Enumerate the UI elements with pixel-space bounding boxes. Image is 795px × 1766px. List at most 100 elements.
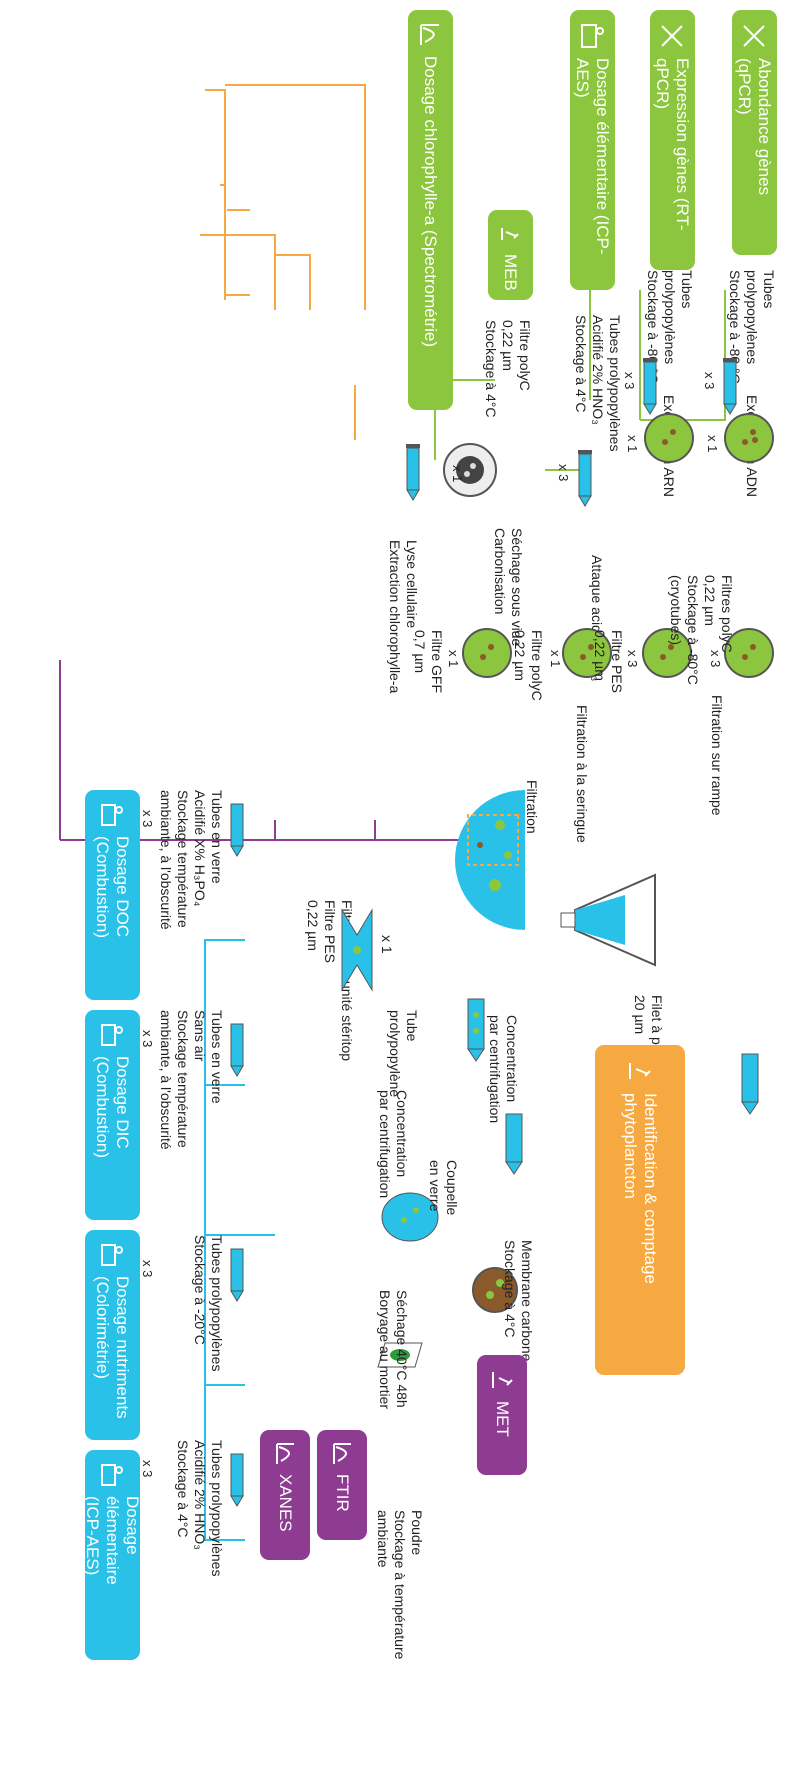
dosage-doc-line2: (Combustion) <box>93 836 113 939</box>
mult-polyc: x 1 <box>548 650 563 668</box>
meb-label: MEB <box>501 254 521 291</box>
tube-icon-t4 <box>230 803 244 857</box>
mult-hno3: x 3 <box>556 464 571 482</box>
dosage-nutriments-box: Dosage nutriments (Colorimétrie) <box>85 1230 140 1440</box>
polyc-meb-label: Filtre polyC 0,22 µm Stockage à 4°C <box>483 320 533 418</box>
ident-tube-icon <box>741 1053 759 1115</box>
filter-polyc-label: Filtre polyC 0,22 µm <box>512 630 545 701</box>
poudre-label: Poudre Stockage à température ambiante <box>375 1510 425 1660</box>
mult-t3: x 3 <box>140 1030 155 1048</box>
mult-t4: x 3 <box>140 810 155 828</box>
dosage-dic-line1: Dosage DIC <box>113 1056 133 1149</box>
steritop-filter-icon <box>341 908 373 992</box>
dna-icon <box>743 25 766 47</box>
lab-equipment-icon <box>101 1464 124 1486</box>
lab-equipment-icon <box>581 24 605 48</box>
dosage-dic-line2: (Combustion) <box>93 1056 113 1159</box>
coupelle-label: Coupelle en verre <box>427 1160 460 1216</box>
icp-top-box: Dosage élémentaire (ICP-AES) <box>570 10 615 290</box>
microscope-icon <box>629 1063 651 1079</box>
dosage-icp-line1: Dosage élémentaire <box>103 1496 143 1585</box>
filter-disc-icon-polyc <box>562 628 612 678</box>
water-sample-bowl-icon <box>455 790 525 930</box>
tube-icon-chloro <box>406 444 420 501</box>
orange-line-ident <box>205 89 226 300</box>
rtqpcr-label: Expression gènes (RT-qPCR) <box>653 58 693 231</box>
powder-slide-icon <box>377 1342 423 1368</box>
sechage-label: Séchage 40°C 48h Boryage au mortier <box>377 1290 410 1410</box>
mult-gff: x 1 <box>446 650 461 668</box>
spectrum-icon <box>420 24 440 45</box>
microscope-icon <box>501 228 520 240</box>
mult-filter-arn: x 1 <box>625 435 640 453</box>
dosage-dic-box: Dosage DIC (Combustion) <box>85 1010 140 1220</box>
dosage-doc-line1: Dosage DOC <box>113 836 133 938</box>
mult-bowl: x 1 <box>379 935 395 954</box>
lab-equipment-icon <box>101 1244 124 1266</box>
tube-icon-hno3 <box>578 450 592 507</box>
dosage-nut-line2: (Colorimétrie) <box>93 1276 113 1379</box>
method-seringue: Filtration à la seringue <box>574 705 590 843</box>
tube-icon-t1 <box>230 1453 244 1507</box>
filter-gff-label: Filtre GFF 0,7 µm <box>412 630 445 693</box>
hno3-storage-label: Tubes prolypopylènes Acidifié 2% HNO₃ St… <box>573 315 623 452</box>
filter-polyc-cryo-label: Filtres polyC 0,22 µm Stockage à -80°C (… <box>668 575 735 685</box>
conc2-label: Concentration par centrifugation <box>377 1090 410 1199</box>
met-label: MET <box>493 1401 512 1437</box>
tube-icon-adn <box>723 358 737 415</box>
conc1-label: Concentration par centrifugation <box>487 1015 520 1124</box>
tube-icon-t2 <box>230 1248 244 1302</box>
dosage-doc-box: Dosage DOC (Combustion) <box>85 790 140 1000</box>
tube-t3-label: Tubes en verre Sans air Stockage tempéra… <box>158 1010 225 1150</box>
xanes-box: XANES <box>260 1430 310 1560</box>
filter-disc-icon-arn <box>644 413 694 463</box>
rtqpcr-box: Expression gènes (RT-qPCR) <box>650 10 695 270</box>
qpcr-label: Abondance gènes (qPCR) <box>735 58 775 196</box>
membrane-label: Membrane carbone Stockage à 4°C <box>502 1240 535 1362</box>
xanes-label: XANES <box>276 1474 295 1532</box>
mult-pes: x 3 <box>625 650 640 668</box>
spectrum-icon <box>333 1443 351 1464</box>
chloro-box: Dosage chlorophylle-a (Spectrométrie) <box>408 10 453 410</box>
lab-equipment-icon <box>101 1024 124 1046</box>
met-box: MET <box>477 1355 527 1475</box>
qpcr-box: Abondance gènes (qPCR) <box>732 10 777 255</box>
microscope-icon <box>492 1372 513 1388</box>
spectrum-icon <box>276 1443 294 1464</box>
ftir-label: FTIR <box>333 1474 352 1512</box>
plankton-tube-icon <box>467 998 485 1062</box>
carbon-membrane-icon <box>472 1267 518 1313</box>
tube-icon-t3 <box>230 1023 244 1077</box>
filter-disc-icon-adn <box>724 413 774 463</box>
filter-pes-label: Filtre PES 0,22 µm <box>592 630 625 694</box>
filter-disc-icon-cryo <box>724 628 774 678</box>
dosage-icp-box: Dosage élémentaire (ICP-AES) <box>84 1450 143 1660</box>
mult-meb: x 1 <box>450 465 465 483</box>
glass-dish-icon <box>381 1192 439 1242</box>
lab-equipment-icon <box>101 804 124 826</box>
dosage-nut-line1: Dosage nutriments <box>113 1276 133 1419</box>
tube-t2-label: Tubes prolypopylènes Stockage à -20°C <box>192 1235 225 1372</box>
dna-icon <box>661 25 684 47</box>
plankton-net-icon <box>560 873 656 967</box>
mult-filter-adn: x 1 <box>705 435 720 453</box>
identification-box: Identification & comptage phytoplancton <box>595 1045 685 1375</box>
tube-t1-label: Tubes prolypopylènes Acidifié 2% HNO₃ St… <box>175 1440 225 1577</box>
tube-icon-arn <box>643 358 657 415</box>
ident-line1: Identification & comptage <box>641 1093 660 1284</box>
small-tube-icon <box>505 1113 523 1175</box>
filter-disc-icon-meb <box>443 443 497 497</box>
chloro-label: Dosage chlorophylle-a (Spectrométrie) <box>421 56 441 348</box>
mult-t1: x 3 <box>140 1460 155 1478</box>
filter-disc-icon-gff <box>462 628 512 678</box>
meb-box: MEB <box>488 210 533 300</box>
mult-t2: x 3 <box>140 1260 155 1278</box>
mult-adn: x 3 <box>702 372 717 390</box>
method-rampe: Filtration sur rampe <box>709 695 725 816</box>
ident-line2: phytoplancton <box>621 1093 640 1199</box>
ftir-box: FTIR <box>317 1430 367 1540</box>
tube-plankton-label: Tube prolypopylène <box>387 1010 420 1098</box>
icp-top-label: Dosage élémentaire (ICP-AES) <box>573 58 613 255</box>
mult-arn: x 3 <box>622 372 637 390</box>
